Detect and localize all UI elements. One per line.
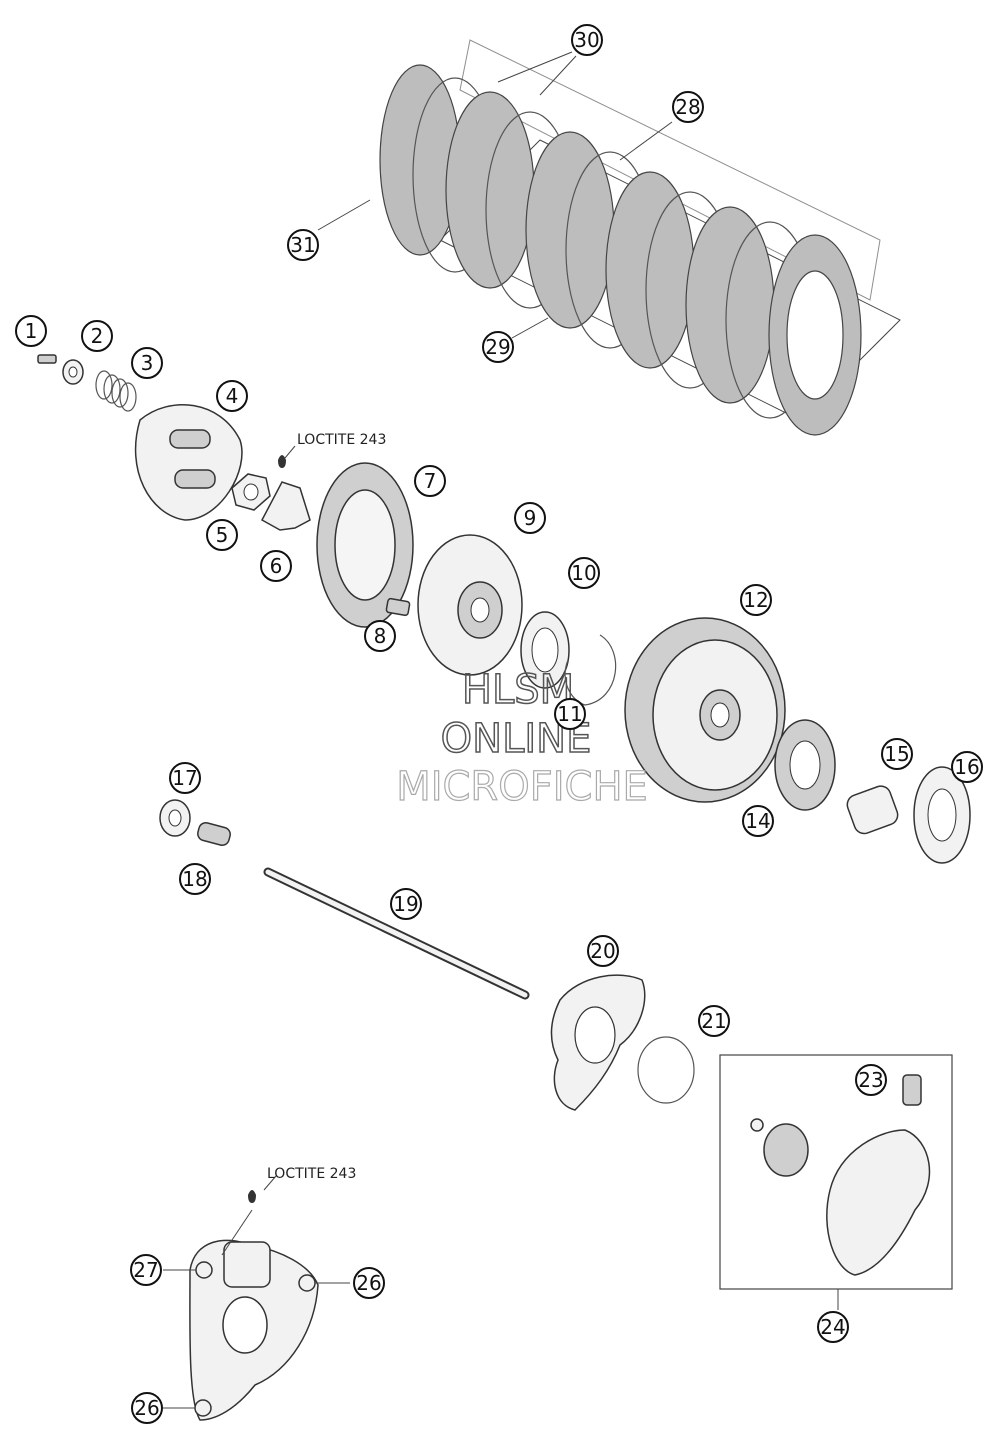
lock-washer-6 [260,481,311,531]
spring-3 [95,370,137,412]
callout-15: 15 [881,738,913,770]
bleed-screw-23 [902,1074,922,1106]
svg-text:24: 24 [820,1315,845,1339]
bolt-1 [37,354,57,364]
piston [763,1123,809,1177]
callout-1: 1 [15,315,47,347]
callout-16: 16 [951,751,983,783]
callout-4: 4 [216,380,248,412]
callout-9: 9 [514,502,546,534]
svg-text:2: 2 [91,324,104,348]
svg-text:20: 20 [590,939,615,963]
svg-text:26: 26 [356,1271,381,1295]
callout-24: 24 [817,1311,849,1343]
svg-text:4: 4 [226,384,239,408]
svg-text:7: 7 [424,469,437,493]
watermark-line-3: MICROFICHE [396,764,648,810]
callout-6: 6 [260,550,292,582]
svg-text:26: 26 [134,1396,159,1420]
watermark: HLSM ONLINE MICROFICHE [396,666,649,810]
callout-3: 3 [131,347,163,379]
callout-29: 29 [482,331,514,363]
svg-text:1: 1 [25,319,38,343]
callout-18: 18 [179,863,211,895]
svg-text:15: 15 [884,742,909,766]
bushing-18 [197,821,231,847]
svg-text:31: 31 [290,233,315,257]
callout-23: 23 [855,1064,887,1096]
svg-text:30: 30 [574,28,599,52]
clutch-hub-group [316,462,617,706]
svg-text:11: 11 [557,702,582,726]
spring-8 [385,597,411,617]
svg-text:29: 29 [485,335,510,359]
callout-30: 30 [571,24,603,56]
pressure-cap-4 [134,403,243,521]
callout-21: 21 [698,1005,730,1037]
clutch-plate-stack [317,39,901,436]
callout-27: 27 [130,1254,162,1286]
svg-text:12: 12 [743,588,768,612]
push-rod-group [159,799,530,1000]
svg-text:23: 23 [858,1068,883,1092]
svg-text:10: 10 [571,561,596,585]
gasket-group [550,974,695,1111]
clutch-cover-group [163,1175,350,1421]
o-ring-21 [637,1036,695,1104]
callout-5: 5 [206,519,238,551]
svg-text:9: 9 [524,506,537,530]
left-hardware [37,354,311,531]
callout-11: 11 [554,698,586,730]
callout-17: 17 [169,762,201,794]
callout-2: 2 [81,320,113,352]
loctite-note-lower: LOCTITE 243 [267,1166,356,1182]
callout-28: 28 [672,91,704,123]
svg-text:5: 5 [216,523,229,547]
svg-text:6: 6 [270,554,283,578]
callout-19: 19 [390,888,422,920]
callout-31: 31 [287,229,319,261]
callout-8: 8 [364,620,396,652]
svg-text:18: 18 [182,867,207,891]
callout-12: 12 [740,584,772,616]
svg-text:27: 27 [133,1258,158,1282]
svg-text:17: 17 [172,766,197,790]
loctite-note-upper: LOCTITE 243 [297,432,386,448]
callout-26-upper: 26 [353,1267,385,1299]
svg-text:8: 8 [374,624,387,648]
callout-26-lower: 26 [131,1392,163,1424]
loctite-drop-icon-lower [248,1190,256,1203]
svg-text:14: 14 [745,809,770,833]
slave-cylinder-group [719,1054,953,1310]
svg-text:16: 16 [954,755,979,779]
needle-bearing-15 [846,785,899,835]
slave-cylinder-box [719,1054,953,1290]
callout-14: 14 [742,805,774,837]
loctite-drop-icon [278,455,286,468]
svg-text:3: 3 [141,351,154,375]
slave-cylinder-body-24 [826,1129,931,1276]
circlip-11 [564,634,617,706]
watermark-line-1: HLSM [462,667,574,713]
callout-20: 20 [587,935,619,967]
clutch-basket-group [624,617,971,864]
svg-text:21: 21 [701,1009,726,1033]
svg-text:28: 28 [675,95,700,119]
callout-7: 7 [414,465,446,497]
svg-text:19: 19 [393,892,418,916]
callout-10: 10 [568,557,600,589]
